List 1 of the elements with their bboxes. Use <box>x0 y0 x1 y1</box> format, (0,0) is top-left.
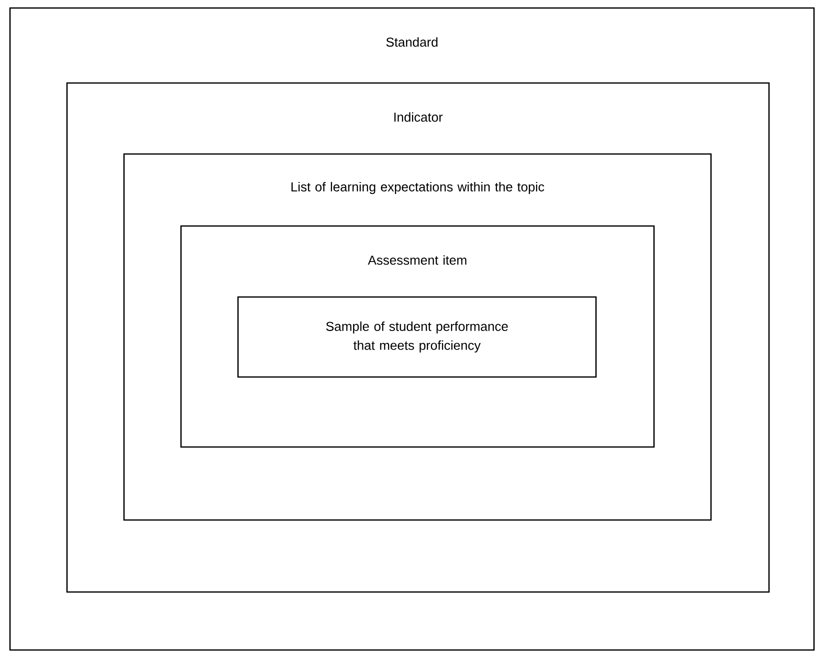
nested-box: Sample of student performance that meets proficiency <box>237 296 597 378</box>
